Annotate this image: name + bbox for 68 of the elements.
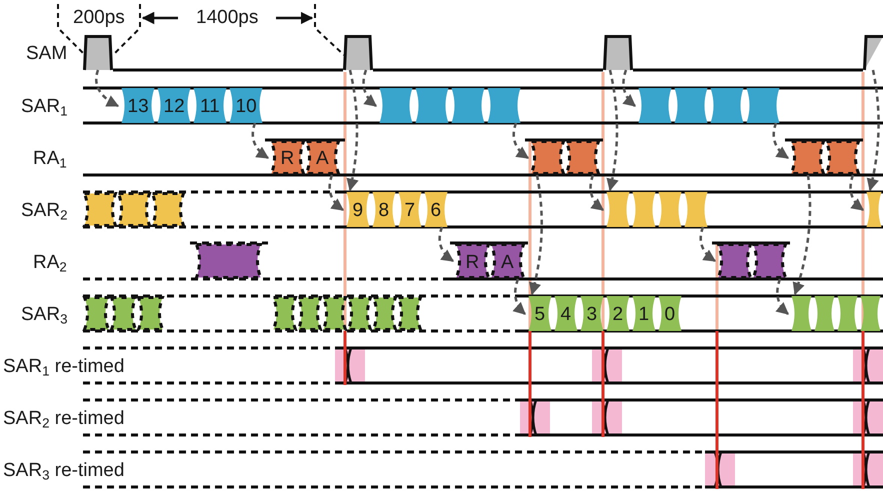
dependency-arrow (849, 174, 864, 211)
dependency-arrow (512, 122, 529, 159)
bus-segment (83, 192, 185, 227)
dependency-arrow (528, 174, 543, 296)
bit-value: 2 (612, 305, 624, 324)
signal-label: RA$_{1}$ (33, 149, 67, 168)
bit-value: 13 (128, 97, 149, 116)
dependency-arrow (512, 278, 526, 315)
data-word-segment (270, 140, 340, 175)
bit-value: A (316, 149, 329, 168)
data-word-segment (455, 243, 525, 279)
bit-value: 7 (404, 201, 416, 220)
bus-segment (790, 296, 882, 331)
bus-segment (195, 243, 262, 279)
bus-segment (790, 140, 860, 175)
bit-value: 12 (164, 97, 185, 116)
dependency-arrow (95, 70, 120, 108)
signal-label: SAR$_{3}$ re-timed (3, 461, 124, 480)
bus-segment (605, 192, 709, 227)
bit-value: 3 (586, 305, 598, 324)
bus-segment (637, 88, 781, 123)
bit-value: 9 (352, 201, 364, 220)
bus-segment (530, 140, 600, 175)
bit-value: 6 (430, 201, 442, 220)
signal-label: SAR$_{2}$ (21, 201, 68, 220)
bit-value: R (280, 149, 294, 168)
bus-segment (83, 296, 164, 331)
data-word-segment (527, 296, 683, 331)
sample-pulse (83, 35, 113, 70)
dependency-arrow (772, 122, 789, 159)
bit-value: A (501, 252, 514, 272)
bit-value: 1 (638, 305, 650, 324)
bit-value: 4 (560, 305, 572, 324)
signal-label: SAR$_{1}$ (21, 97, 68, 116)
signal-label: SAM (26, 44, 68, 62)
signal-label: RA$_{2}$ (33, 252, 67, 272)
bit-value: 11 (200, 97, 220, 116)
data-word-segment (120, 88, 264, 123)
dependency-arrow (438, 226, 454, 262)
signal-label: SAR$_{3}$ (21, 305, 68, 324)
dependency-arrow (328, 174, 344, 211)
sample-pulse (603, 35, 633, 70)
dependency-arrow (606, 70, 618, 192)
sample-pulse (343, 35, 373, 70)
dependency-arrow (346, 70, 358, 192)
bit-value: R (466, 252, 480, 272)
dependency-arrow (866, 70, 880, 192)
bit-value: 0 (664, 305, 676, 324)
dependency-arrow (362, 70, 377, 107)
dependency-arrow (776, 278, 789, 315)
dependency-arrow (792, 174, 812, 296)
data-word-segment (345, 192, 449, 227)
dependency-arrow (589, 174, 604, 211)
dependency-arrow (622, 70, 636, 107)
dimension-label: 1400ps (196, 8, 258, 26)
bit-value: 5 (534, 305, 546, 324)
bus-segment (717, 243, 787, 279)
sample-pulse (863, 35, 883, 70)
signal-label: SAR$_{2}$ re-timed (3, 409, 124, 428)
dependency-arrow (700, 226, 716, 262)
bus-segment (272, 296, 422, 331)
bus-segment (865, 192, 883, 227)
bit-value: 8 (378, 201, 390, 220)
bit-value: 10 (236, 97, 257, 116)
bus-segment (378, 88, 522, 123)
dependency-arrow (252, 122, 270, 160)
signal-label: SAR$_{1}$ re-timed (3, 357, 124, 376)
dimension-label: 200ps (73, 8, 125, 26)
